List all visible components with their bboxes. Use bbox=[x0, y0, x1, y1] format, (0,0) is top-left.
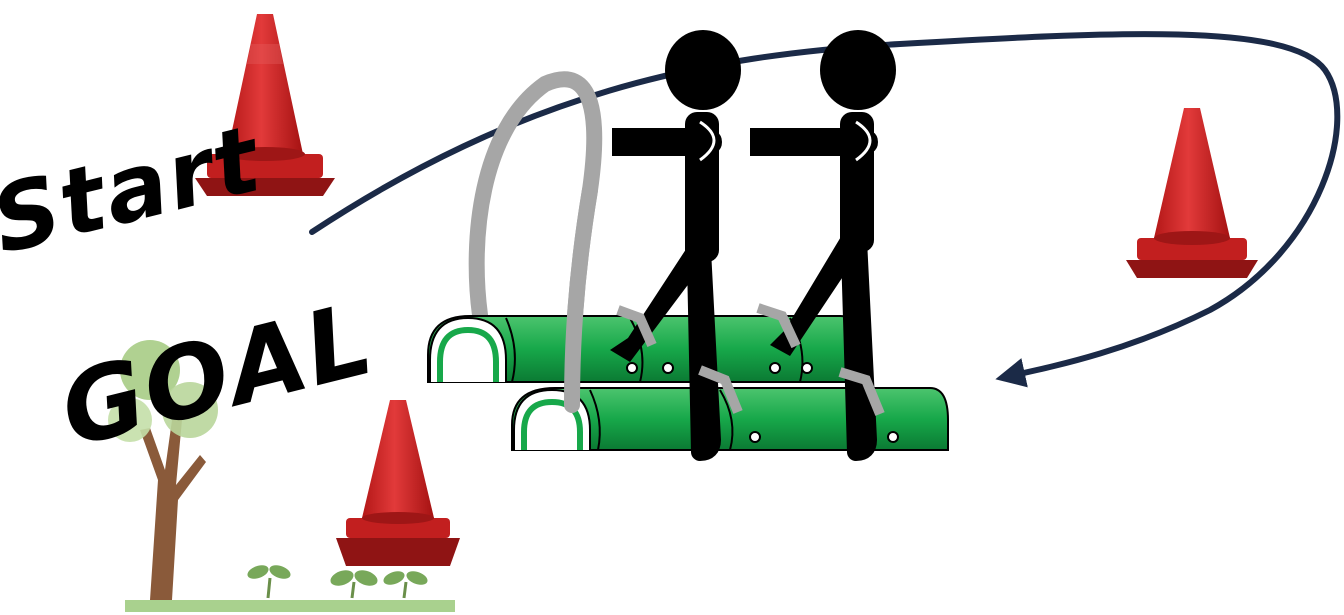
sprout-icon bbox=[382, 569, 430, 598]
traffic-cone-icon bbox=[336, 400, 460, 566]
sprout-icon bbox=[246, 563, 293, 598]
traffic-cone-icon bbox=[1126, 108, 1258, 278]
sprout-icon bbox=[328, 567, 379, 598]
grass-strip bbox=[125, 600, 455, 612]
